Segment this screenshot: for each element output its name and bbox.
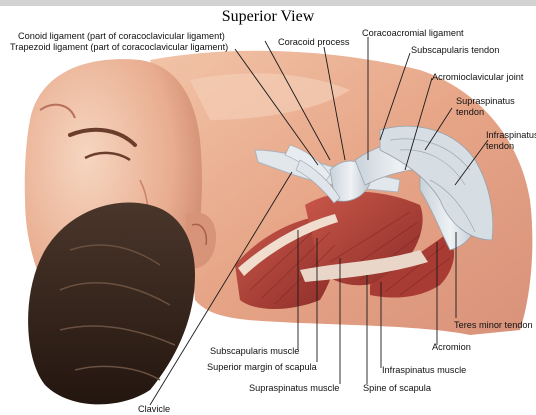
label-acromion: Acromion xyxy=(432,342,471,353)
label-superior-margin: Superior margin of scapula xyxy=(207,362,317,373)
label-coracoacromial-ligament: Coracoacromial ligament xyxy=(362,28,464,39)
label-infraspinatus-muscle: Infraspinatus muscle xyxy=(382,365,466,376)
label-teres-minor-tendon: Teres minor tendon xyxy=(454,320,533,331)
label-acromioclavicular-joint: Acromioclavicular joint xyxy=(432,72,523,83)
diagram-title: Superior View xyxy=(0,8,536,26)
label-clavicle: Clavicle xyxy=(138,404,170,415)
label-supraspinatus-tendon-1: Supraspinatus xyxy=(456,96,515,107)
label-conoid-ligament: Conoid ligament (part of coracoclavicula… xyxy=(18,31,225,42)
label-trapezoid-ligament: Trapezoid ligament (part of coracoclavic… xyxy=(10,42,228,53)
label-infraspinatus-tendon-1: Infraspinatus xyxy=(486,130,536,141)
label-subscapularis-muscle: Subscapularis muscle xyxy=(210,346,299,357)
label-supraspinatus-muscle: Supraspinatus muscle xyxy=(249,383,339,394)
label-spine-of-scapula: Spine of scapula xyxy=(363,383,431,394)
label-coracoid-process: Coracoid process xyxy=(278,37,350,48)
label-subscapularis-tendon: Subscapularis tendon xyxy=(411,45,499,56)
label-supraspinatus-tendon-2: tendon xyxy=(456,107,484,118)
label-infraspinatus-tendon-2: tendon xyxy=(486,141,514,152)
